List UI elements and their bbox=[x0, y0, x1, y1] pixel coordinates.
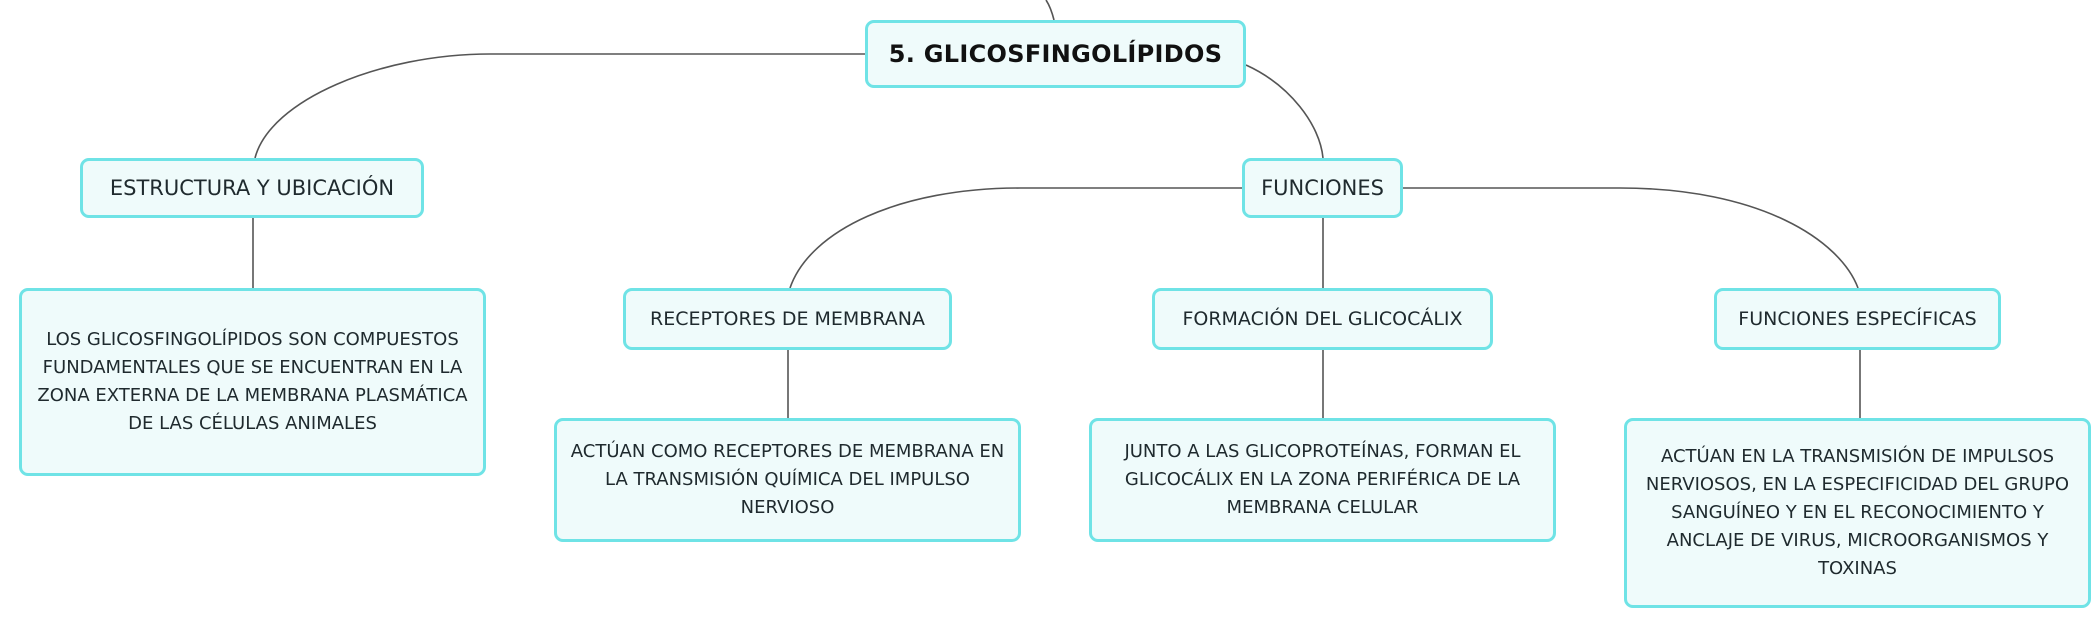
node-especificas-detail[interactable]: ACTÚAN EN LA TRANSMISIÓN DE IMPULSOS NER… bbox=[1624, 418, 2091, 608]
connector-funciones-to-receptores bbox=[789, 187, 1244, 289]
root-node-label: 5. GLICOSFINGOLÍPIDOS bbox=[888, 40, 1223, 68]
connector-root-to-funciones bbox=[1245, 64, 1324, 159]
node-funciones[interactable]: FUNCIONES bbox=[1242, 158, 1403, 218]
node-estructura-detail[interactable]: LOS GLICOSFINGOLÍPIDOS SON COMPUESTOS FU… bbox=[19, 288, 486, 476]
connector-funciones-to-especificas bbox=[1402, 187, 1859, 289]
node-glicocalix-label: FORMACIÓN DEL GLICOCÁLIX bbox=[1182, 308, 1463, 330]
node-receptores-detail[interactable]: ACTÚAN COMO RECEPTORES DE MEMBRANA EN LA… bbox=[554, 418, 1021, 542]
node-estructura-detail-text: LOS GLICOSFINGOLÍPIDOS SON COMPUESTOS FU… bbox=[37, 329, 468, 434]
node-glicocalix-detail-text: JUNTO A LAS GLICOPROTEÍNAS, FORMAN EL GL… bbox=[1124, 441, 1521, 518]
node-especificas-label: FUNCIONES ESPECÍFICAS bbox=[1738, 308, 1977, 330]
node-funciones-especificas[interactable]: FUNCIONES ESPECÍFICAS bbox=[1714, 288, 2001, 350]
node-receptores-label: RECEPTORES DE MEMBRANA bbox=[650, 308, 925, 330]
node-glicocalix-detail[interactable]: JUNTO A LAS GLICOPROTEÍNAS, FORMAN EL GL… bbox=[1089, 418, 1556, 542]
connector-root-to-estructura bbox=[254, 53, 868, 159]
node-funciones-label: FUNCIONES bbox=[1261, 176, 1384, 200]
node-estructura-y-ubicacion[interactable]: ESTRUCTURA Y UBICACIÓN bbox=[80, 158, 424, 218]
node-receptores-de-membrana[interactable]: RECEPTORES DE MEMBRANA bbox=[623, 288, 952, 350]
connector-parent-to-root bbox=[1045, 0, 1055, 21]
node-especificas-detail-text: ACTÚAN EN LA TRANSMISIÓN DE IMPULSOS NER… bbox=[1645, 446, 2070, 579]
root-node[interactable]: 5. GLICOSFINGOLÍPIDOS bbox=[865, 20, 1246, 88]
node-formacion-del-glicocalix[interactable]: FORMACIÓN DEL GLICOCÁLIX bbox=[1152, 288, 1493, 350]
node-estructura-label: ESTRUCTURA Y UBICACIÓN bbox=[109, 176, 395, 200]
node-receptores-detail-text: ACTÚAN COMO RECEPTORES DE MEMBRANA EN LA… bbox=[570, 441, 1005, 518]
